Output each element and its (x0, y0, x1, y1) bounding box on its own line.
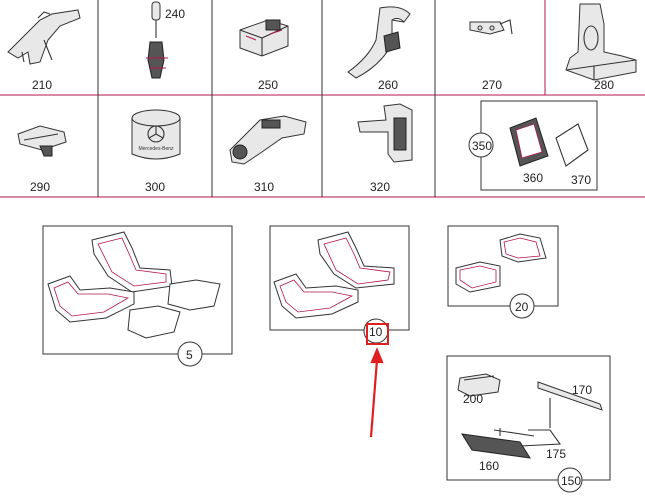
part-290[interactable]: 290 (17, 125, 67, 194)
part-label: 280 (594, 78, 614, 92)
part-label: 300 (145, 180, 165, 194)
part-label: 170 (572, 383, 592, 397)
mat-set-20[interactable]: 20 (447, 225, 559, 319)
lighting-set-150[interactable]: 150 200 170 175 160 (446, 355, 611, 493)
callout-label: 5 (186, 348, 193, 362)
part-280[interactable]: 280 (565, 3, 637, 92)
part-label: 175 (546, 447, 566, 461)
callout-350[interactable] (468, 132, 494, 158)
part-label: 250 (258, 78, 278, 92)
callout-label: 20 (515, 300, 529, 314)
part-label: 320 (370, 180, 390, 194)
part-label: 350 (472, 139, 492, 153)
brand-logo-text: Mercedes-Benz (138, 146, 174, 152)
part-label: 240 (165, 7, 185, 21)
grid-lines (0, 0, 645, 198)
part-270[interactable]: 270 (469, 19, 513, 92)
part-label: 310 (254, 180, 274, 194)
part-group-350[interactable]: 350 360 370 (468, 100, 598, 191)
part-250[interactable]: 250 (239, 19, 289, 92)
mat-set-5[interactable]: 5 (42, 225, 233, 367)
pointer-arrow (369, 347, 384, 438)
part-label: 210 (32, 78, 52, 92)
part-label: 160 (479, 459, 499, 473)
part-label: 290 (30, 180, 50, 194)
part-label: 260 (378, 78, 398, 92)
callout-20[interactable] (509, 293, 535, 319)
part-210[interactable]: 210 (7, 9, 81, 92)
part-label: 270 (482, 78, 502, 92)
callout-label: 150 (561, 474, 581, 488)
part-260[interactable]: 260 (347, 6, 411, 92)
mat-set-10[interactable]: 10 (269, 225, 410, 345)
callout-label: 10 (369, 325, 383, 339)
part-label: 360 (523, 171, 543, 185)
part-label: 370 (571, 173, 591, 187)
part-310[interactable]: 310 (229, 115, 307, 194)
callout-5[interactable] (177, 341, 203, 367)
highlight-box (366, 323, 389, 345)
part-300[interactable]: Mercedes-Benz 300 (131, 109, 181, 194)
callout-150[interactable] (557, 467, 583, 493)
part-240[interactable]: 240 (146, 1, 185, 79)
part-320[interactable]: 320 (357, 103, 413, 194)
part-label: 200 (463, 392, 483, 406)
